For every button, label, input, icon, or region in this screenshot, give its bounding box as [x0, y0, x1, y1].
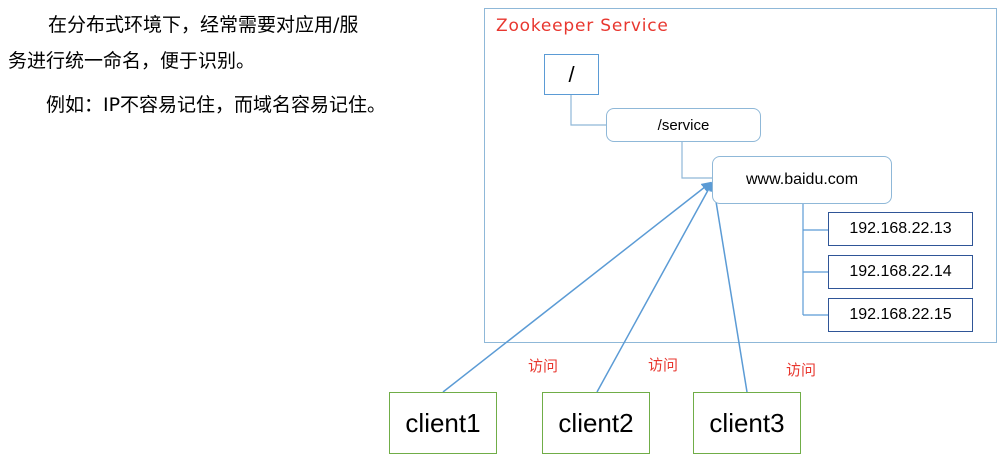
intro-line-1: 在分布式环境下，经常需要对应用/服: [48, 14, 359, 36]
connector-service-to-domain: [681, 142, 712, 179]
arrow-client3: [709, 181, 748, 393]
client1-box: client1: [389, 392, 497, 454]
client2-box: client2: [542, 392, 650, 454]
intro-line-2: 务进行统一命名，便于识别。: [8, 50, 256, 72]
root-node: /: [544, 54, 599, 95]
service-node: /service: [606, 108, 761, 142]
access-label-1: 访问: [528, 357, 559, 375]
intro-line-3: 例如：IP不容易记住，而域名容易记住。: [46, 94, 387, 116]
arrow-client1: [442, 181, 712, 393]
zookeeper-service-container: [484, 8, 997, 343]
access-label-2: 访问: [648, 356, 679, 374]
ip-node-2: 192.168.22.14: [828, 255, 973, 289]
connector-root-to-service: [570, 95, 606, 126]
ip-node-1: 192.168.22.13: [828, 212, 973, 246]
domain-node: www.baidu.com: [712, 156, 892, 204]
zookeeper-service-title: Zookeeper Service: [496, 16, 669, 36]
ip-node-3: 192.168.22.15: [828, 298, 973, 332]
access-label-3: 访问: [786, 361, 817, 379]
client3-box: client3: [693, 392, 801, 454]
arrow-client2: [596, 181, 713, 393]
